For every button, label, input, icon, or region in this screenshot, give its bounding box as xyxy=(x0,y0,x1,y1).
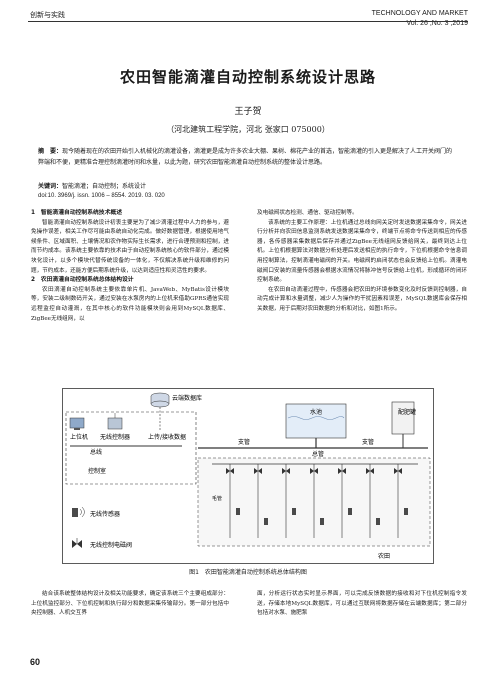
sensor-icon xyxy=(376,518,380,525)
upload-label: 上传/接收数据 xyxy=(148,433,186,441)
branch-pipe-label-2: 支管 xyxy=(362,438,374,446)
cloud-db-label: 云端数据库 xyxy=(172,394,202,402)
water-tank-label: 水池 xyxy=(310,408,322,416)
valve-icon xyxy=(394,468,402,474)
paragraph: 智能滴灌自动控制系统设计初衷主要是为了减少滴灌过程中人力的参与，避免操作误差，相… xyxy=(31,219,229,274)
sensor-icon xyxy=(404,508,408,515)
paragraph: 及电磁阀状态检测、通信、驱动控制等。 xyxy=(257,210,358,216)
affiliation: （河北建筑工程学院，河北 张家口 075000） xyxy=(166,125,330,134)
paragraph: 在农田自动滴灌过程中，传感器会把农田的环境参数变化及时反馈到控制器，自动完成计算… xyxy=(257,286,467,312)
sensor-legend-label: 无线传感器 xyxy=(90,510,120,518)
valve-legend-label: 无线控制电磁阀 xyxy=(90,541,132,549)
valve-legend-icon xyxy=(72,538,82,548)
sensor-icon xyxy=(292,508,296,515)
sensor-legend-icon xyxy=(72,506,85,518)
author: 王子贺 xyxy=(234,107,262,117)
paragraph: 面，分析运行状态实时显示界面，可以完成反馈数据的接收和对下位机控制指令发送，存储… xyxy=(257,591,467,617)
bottom-right-column: 面，分析运行状态实时显示界面，可以完成反馈数据的接收和对下位机控制指令发送，存储… xyxy=(257,590,467,619)
paragraph: 该系统的主要工作原理：上位机通过总线向网关定时发送数据采集命令，网关进行分析并向… xyxy=(257,219,467,284)
abstract-text: 现今随着现在的农田开始引入机械化的滴灌设备，滴灌更是成为许多农业大棚、果树、棉花… xyxy=(38,148,453,166)
system-structure-diagram: 云端数据库 上位机 无线控制器 上传/接收数据 总线 控制室 无线传感器 无线控… xyxy=(62,388,434,564)
header-divider xyxy=(28,21,468,22)
control-room-label: 控制室 xyxy=(88,467,106,475)
host-label: 上位机 xyxy=(70,433,88,441)
keywords: 关键词：智能滴灌；自动控制；系统设计 xyxy=(38,181,146,190)
left-column: 1 智能滴灌自动控制系统技术概述 智能滴灌自动控制系统设计初衷主要是为了减少滴灌… xyxy=(31,209,229,324)
sensor-icon xyxy=(264,518,268,525)
bottom-left-column: 结合该系统整体结构设计及相关功能要求，确定该系统三个主要组成部分：上位机监控部分… xyxy=(31,590,229,619)
abstract: 摘 要：现今随着现在的农田开始引入机械化的滴灌设备，滴灌更是成为许多农业大棚、果… xyxy=(38,146,458,168)
valve-icon xyxy=(282,468,290,474)
wireless-controller-label: 无线控制器 xyxy=(100,433,130,441)
main-pipe-label: 总管 xyxy=(312,450,324,458)
abstract-label: 摘 要： xyxy=(38,148,63,155)
page-number: 60 xyxy=(30,657,41,667)
paragraph: 农田滴灌自动控制系统主要依靠单片机、JavaWeb、MyBatis设计模块等，安… xyxy=(31,286,229,322)
bus-label: 总线 xyxy=(90,448,102,456)
section-heading-2: 2 农田滴灌自动控制系统总体结构设计 xyxy=(31,277,134,284)
dripper-label: 毛管 xyxy=(212,495,222,502)
cloud-database-icon xyxy=(150,392,170,408)
sensor-icon xyxy=(320,518,324,525)
keywords-text: 智能滴灌；自动控制；系统设计 xyxy=(62,183,147,190)
dripper-group xyxy=(226,464,408,538)
doi: doi:10. 3969/j. issn. 1006 – 8554. 2019.… xyxy=(38,193,165,199)
host-computer-icon xyxy=(69,417,85,430)
paragraph: 结合该系统整体结构设计及相关功能要求，确定该系统三个主要组成部分：上位机监控部分… xyxy=(31,591,229,617)
section-heading-1: 1 智能滴灌自动控制系统技术概述 xyxy=(31,210,122,216)
journal-volume: Vol. 26 ,No. 3 ,2019 xyxy=(406,20,469,27)
wireless-controller-icon xyxy=(107,413,123,430)
valve-icon xyxy=(254,468,262,474)
figure-caption: 图1 农田智能滴灌自动控制系统总体结构图 xyxy=(189,569,307,576)
article-title: 农田智能滴灌自动控制系统设计思路 xyxy=(119,68,376,86)
keywords-label: 关键词： xyxy=(38,183,63,190)
fertilizer-tank-label: 配肥罐 xyxy=(398,408,416,416)
right-column: 及电磁阀状态检测、通信、驱动控制等。 该系统的主要工作原理：上位机通过总线向网关… xyxy=(257,209,467,315)
sensor-icon xyxy=(348,508,352,515)
branch-pipe-label-1: 支管 xyxy=(238,438,250,446)
journal-header: TECHNOLOGY AND MARKET Vol. 26 ,No. 3 ,20… xyxy=(372,9,468,29)
journal-name: TECHNOLOGY AND MARKET xyxy=(371,10,468,17)
valve-icon xyxy=(310,468,318,474)
field-label: 农田 xyxy=(378,552,390,560)
section-label: 创新与实践 xyxy=(30,11,65,19)
valve-icon xyxy=(338,468,346,474)
valve-icon xyxy=(366,468,374,474)
sensor-icon xyxy=(236,508,240,515)
valve-icon xyxy=(226,468,234,474)
